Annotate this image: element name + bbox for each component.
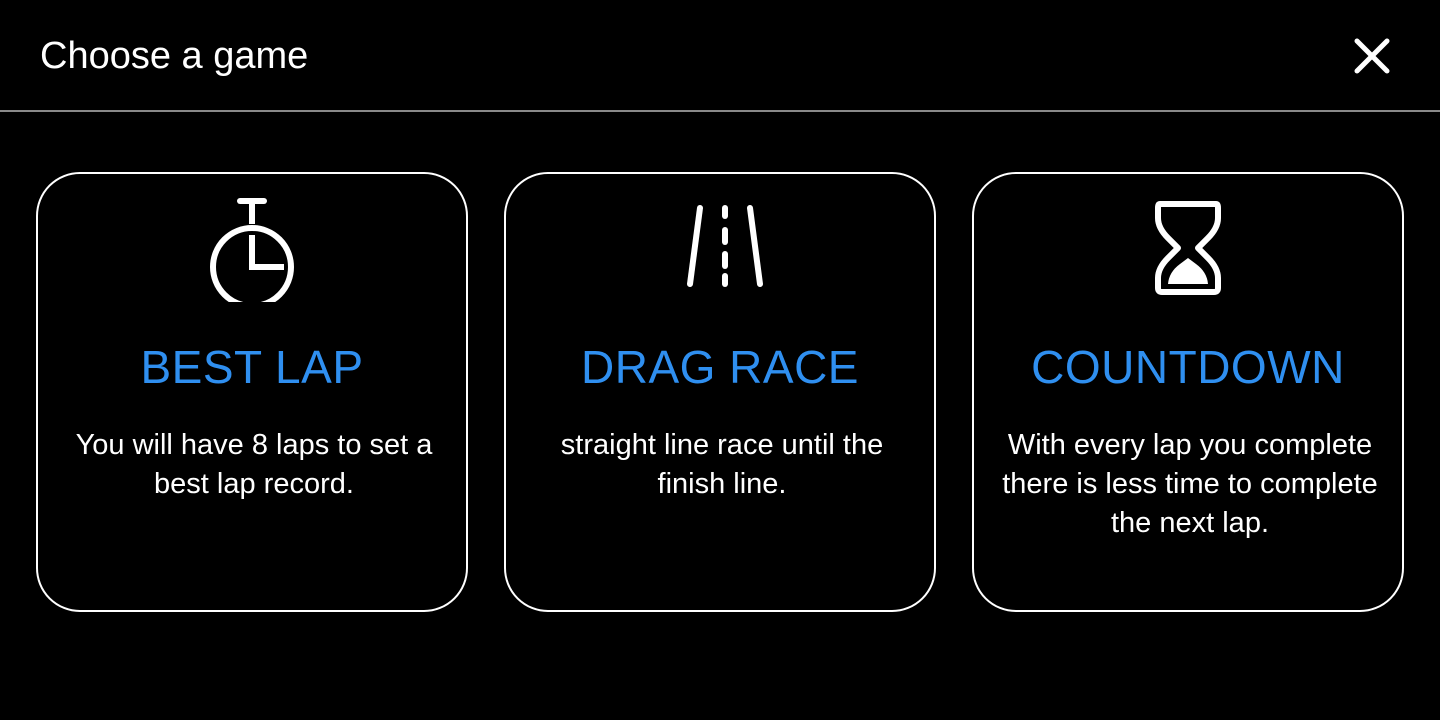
game-title: DRAG RACE xyxy=(581,341,859,393)
game-description: straight line race until the finish line… xyxy=(560,429,884,500)
stopwatch-icon xyxy=(210,198,294,302)
page-title: Choose a game xyxy=(40,35,309,77)
close-icon xyxy=(1354,38,1390,74)
game-card-best-lap[interactable]: BEST LAP You will have 8 laps to set a b… xyxy=(36,172,468,612)
game-title: BEST LAP xyxy=(140,341,364,393)
game-title: COUNTDOWN xyxy=(1031,341,1345,393)
hourglass-icon xyxy=(1155,201,1221,295)
game-card-list: BEST LAP You will have 8 laps to set a b… xyxy=(36,172,1404,612)
header-bar: Choose a game xyxy=(0,0,1440,112)
game-description: You will have 8 laps to set a best lap r… xyxy=(75,429,433,500)
road-icon xyxy=(687,205,763,287)
game-card-drag-race[interactable]: DRAG RACE straight line race until the f… xyxy=(504,172,936,612)
game-description: With every lap you complete there is les… xyxy=(1002,429,1378,539)
game-card-countdown[interactable]: COUNTDOWN With every lap you complete th… xyxy=(972,172,1404,612)
close-button[interactable] xyxy=(1348,32,1396,80)
